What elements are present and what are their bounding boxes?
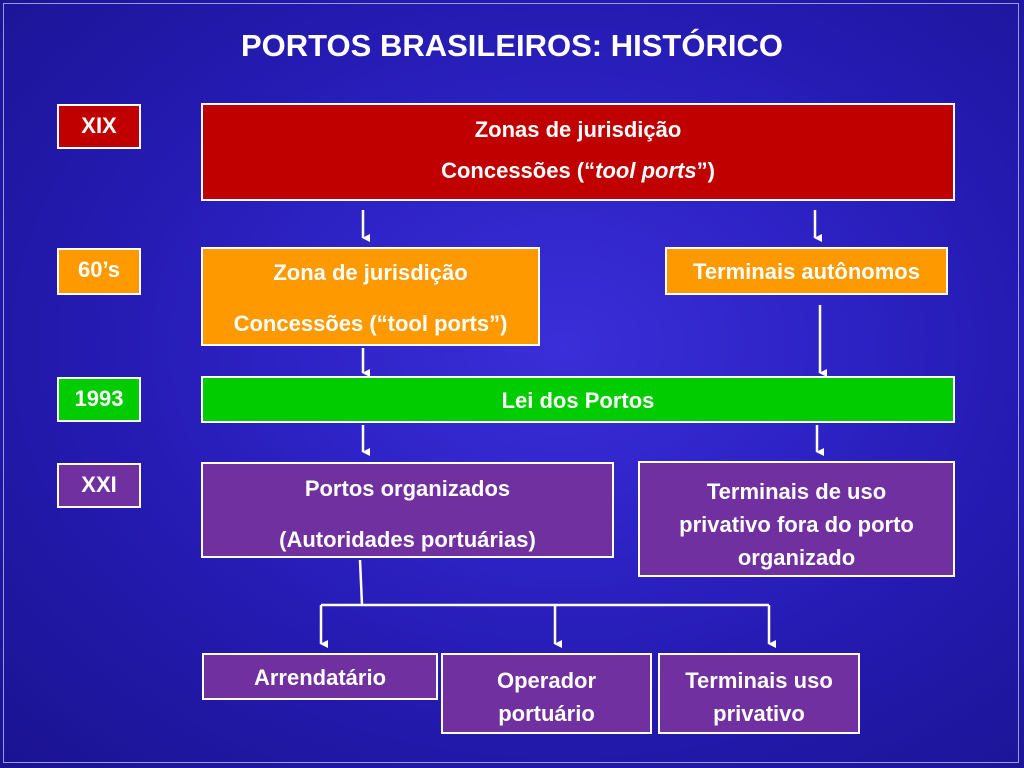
- box-arrendatario-label: Arrendatário: [253, 665, 387, 690]
- era-xix: XIX: [57, 104, 141, 149]
- connector-portos-down: [358, 559, 364, 606]
- box-arrendatario: Arrendatário: [202, 653, 438, 700]
- box-terminais-autonomos-label: Terminais autônomos: [693, 259, 920, 284]
- box-terminais-autonomos: Terminais autônomos: [665, 247, 948, 295]
- box-zonas-line2: Concessões (“tool ports”): [441, 158, 715, 183]
- slide-frame: [3, 3, 1019, 763]
- box-operador-line1: Operador: [496, 668, 597, 693]
- box-zonas-line1: Zonas de jurisdição: [474, 117, 682, 142]
- box-portos-organizados: Portos organizados (Autoridades portuári…: [201, 462, 614, 558]
- box-terminais-uso-line1: Terminais uso: [685, 668, 833, 693]
- box-lei-dos-portos: Lei dos Portos: [201, 376, 955, 423]
- box-zonas-jurisdicao: Zonas de jurisdição Concessões (“tool po…: [201, 103, 955, 201]
- box-zona-jurisdicao: Zona de jurisdição Concessões (“tool por…: [201, 247, 540, 346]
- era-xxi: XXI: [57, 463, 141, 508]
- box-portos-line2: (Autoridades portuárias): [279, 527, 536, 552]
- box-operador-line2: portuário: [498, 701, 595, 726]
- box-zona-line1: Zona de jurisdição: [273, 260, 468, 285]
- box-terminais-privativo-line3: organizado: [737, 545, 856, 570]
- box-terminais-uso-line2: privativo: [713, 701, 805, 726]
- box-zona-line2: Concessões (“tool ports”): [233, 311, 508, 336]
- box-operador-portuario: Operador portuário: [441, 653, 652, 734]
- box-terminais-uso-privativo: Terminais uso privativo: [658, 653, 860, 734]
- slide-title: PORTOS BRASILEIROS: HISTÓRICO: [241, 28, 783, 63]
- box-portos-line1: Portos organizados: [304, 476, 511, 501]
- box-terminais-privativo-line2: privativo fora do porto: [679, 512, 914, 537]
- box-terminais-privativo: Terminais de uso privativo fora do porto…: [638, 461, 955, 577]
- era-60s: 60’s: [57, 248, 141, 295]
- era-1993: 1993: [57, 377, 141, 422]
- box-lei-label: Lei dos Portos: [501, 388, 655, 413]
- box-terminais-privativo-line1: Terminais de uso: [706, 479, 887, 504]
